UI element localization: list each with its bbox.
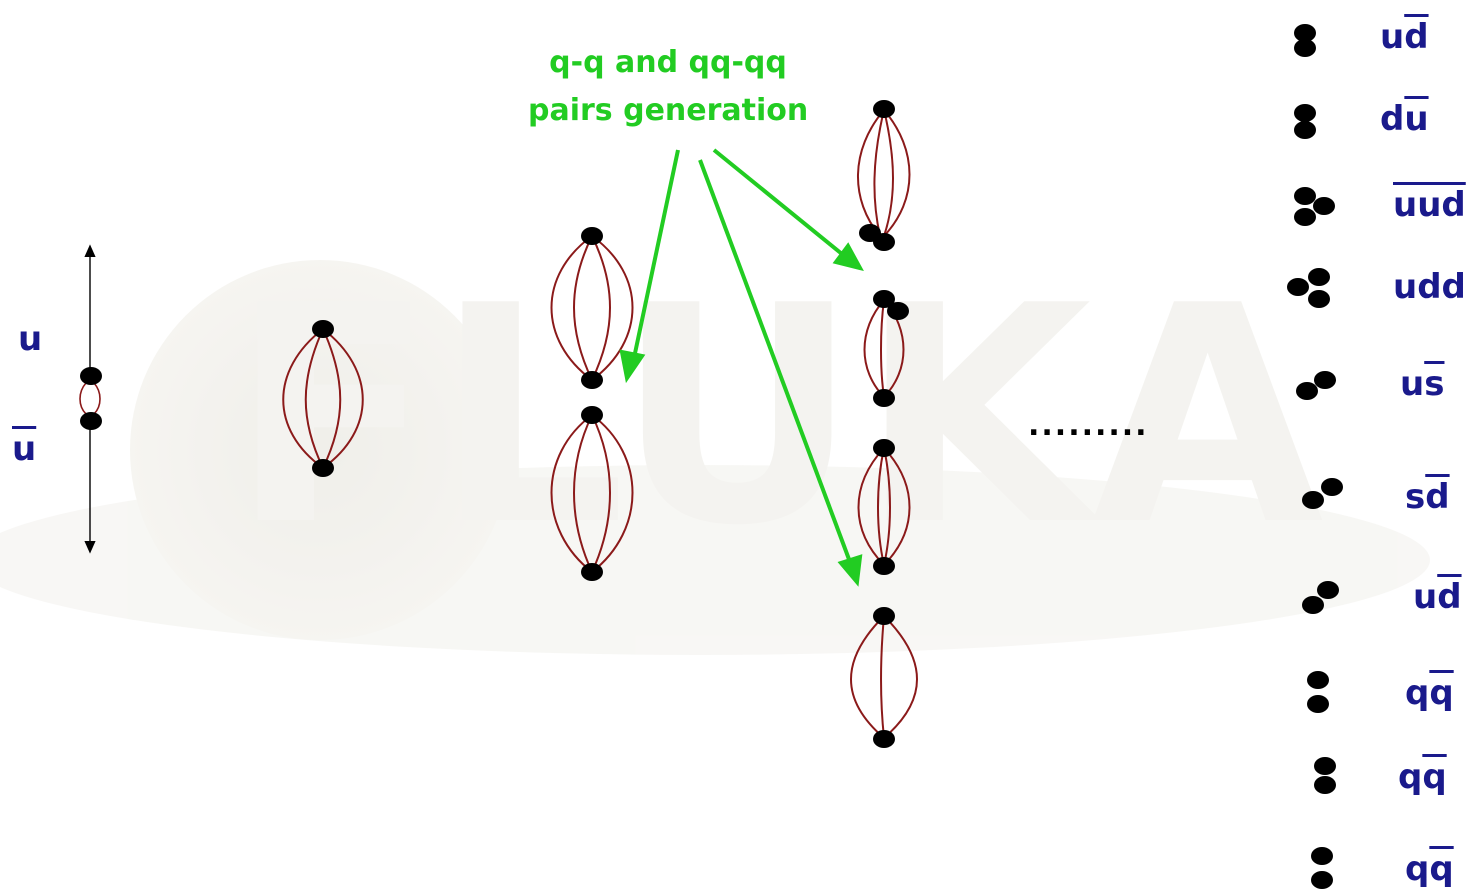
hadron-label-us-bar: us [1400,364,1445,404]
hadron-label-qq-bar-2: qq [1398,757,1447,797]
quark-label-u: u [18,319,43,359]
fluka-watermark: FLUKA [0,242,1430,655]
stage-stretched-string [282,320,364,477]
watermark-text: FLUKA [230,242,1326,591]
hadron-label-ud-bar-2: ud [1413,577,1462,617]
ellipsis: ......... [1028,408,1149,443]
quark-dot [80,367,102,385]
hadron-label-sd-bar: sd [1405,477,1450,517]
annotation-line1: q-q and qq-qq [549,45,787,80]
antiquark-dot [80,412,102,430]
quark-label-ubar: u [12,429,37,469]
hadron-label-qq-bar-3: qq [1405,849,1454,889]
stage-initial-pair [79,244,102,554]
hadron-label-uud-bar: uud [1393,185,1466,225]
stage-many-strings [850,100,918,748]
hadron-label-du-bar: du [1380,99,1429,139]
pair-generation-arrows [619,148,864,587]
hadron-label-ud-bar: ud [1380,17,1429,57]
hadron-label-qq-bar-1: qq [1405,673,1454,713]
annotation-line2: pairs generation [528,93,809,128]
hadron-label-udd: udd [1393,267,1466,307]
stage-two-strings [550,227,634,581]
hadron-dot-clusters [1287,24,1343,889]
